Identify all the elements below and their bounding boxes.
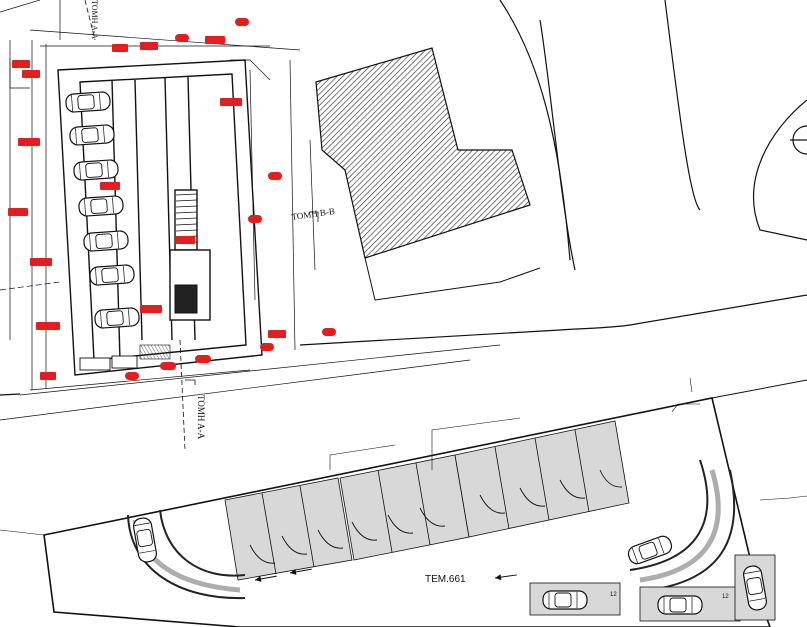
neighbour-building <box>315 47 531 259</box>
section-aa-top-label: ΤΟΜΗ Α-Α <box>90 0 99 39</box>
car-icon <box>82 229 130 253</box>
car-icon <box>77 194 125 218</box>
space-number-2: 12 <box>722 594 729 600</box>
ramp-hatch <box>139 344 171 360</box>
upper-bottom-boxes <box>79 355 138 371</box>
space-number-1: 12 <box>610 592 617 598</box>
car-icon <box>93 306 141 330</box>
upper-site-plan: ΤΟΜΗ Β-Β ΤΟΜΗ Α-Α ΤΟΜΗ Α-Α <box>0 0 807 451</box>
car-icon <box>68 123 116 147</box>
section-aa-label: ΤΟΜΗ Α-Α <box>196 395 206 440</box>
road-curves <box>0 0 807 396</box>
leader-lines <box>329 377 807 501</box>
elevator-shaft <box>174 284 198 314</box>
red-tags <box>8 18 336 380</box>
ramp-right <box>629 459 736 591</box>
car-icon <box>64 90 112 114</box>
neighbour-plot-line <box>364 257 541 301</box>
section-markers <box>84 0 319 451</box>
car-icon <box>131 516 159 564</box>
lower-parking-cars <box>131 516 776 622</box>
arrow-icon <box>494 571 518 582</box>
car-icon <box>657 595 703 615</box>
car-icon <box>72 158 120 182</box>
traffic-arrows <box>249 469 623 564</box>
car-icon <box>88 263 136 287</box>
parking-blocks <box>224 420 630 581</box>
upper-parking-cars <box>64 90 141 330</box>
lower-site-plan: 12 12 ΤΕΜ.661 <box>0 377 807 627</box>
car-icon <box>542 590 588 610</box>
parcel-label: ΤΕΜ.661 <box>425 574 466 585</box>
